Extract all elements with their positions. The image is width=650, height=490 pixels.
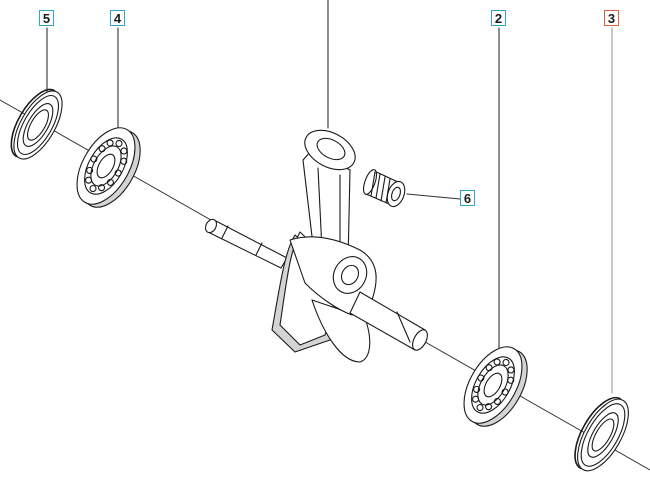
callout-4[interactable]: 4 <box>110 10 125 26</box>
callout-6-label: 6 <box>463 190 472 206</box>
connecting-rod <box>302 129 356 263</box>
callout-6[interactable]: 6 <box>460 190 475 206</box>
callout-2-label: 2 <box>494 10 503 26</box>
callout-5-label: 5 <box>42 10 51 26</box>
callout-3-label: 3 <box>607 10 616 26</box>
ball-bearing-right <box>463 346 528 427</box>
needle-bearing <box>362 169 406 208</box>
crankshaft-right-shaft <box>349 291 428 351</box>
crankshaft-left-shaft <box>204 218 288 269</box>
callout-4-label: 4 <box>113 10 122 26</box>
callout-3[interactable]: 3 <box>604 10 619 26</box>
oil-seal-right <box>574 396 629 472</box>
oil-seal-left <box>10 88 63 160</box>
callout-5[interactable]: 5 <box>39 10 54 26</box>
callout-2[interactable]: 2 <box>491 10 506 26</box>
leader-line-6 <box>406 193 461 200</box>
ball-bearing-left <box>76 127 141 208</box>
